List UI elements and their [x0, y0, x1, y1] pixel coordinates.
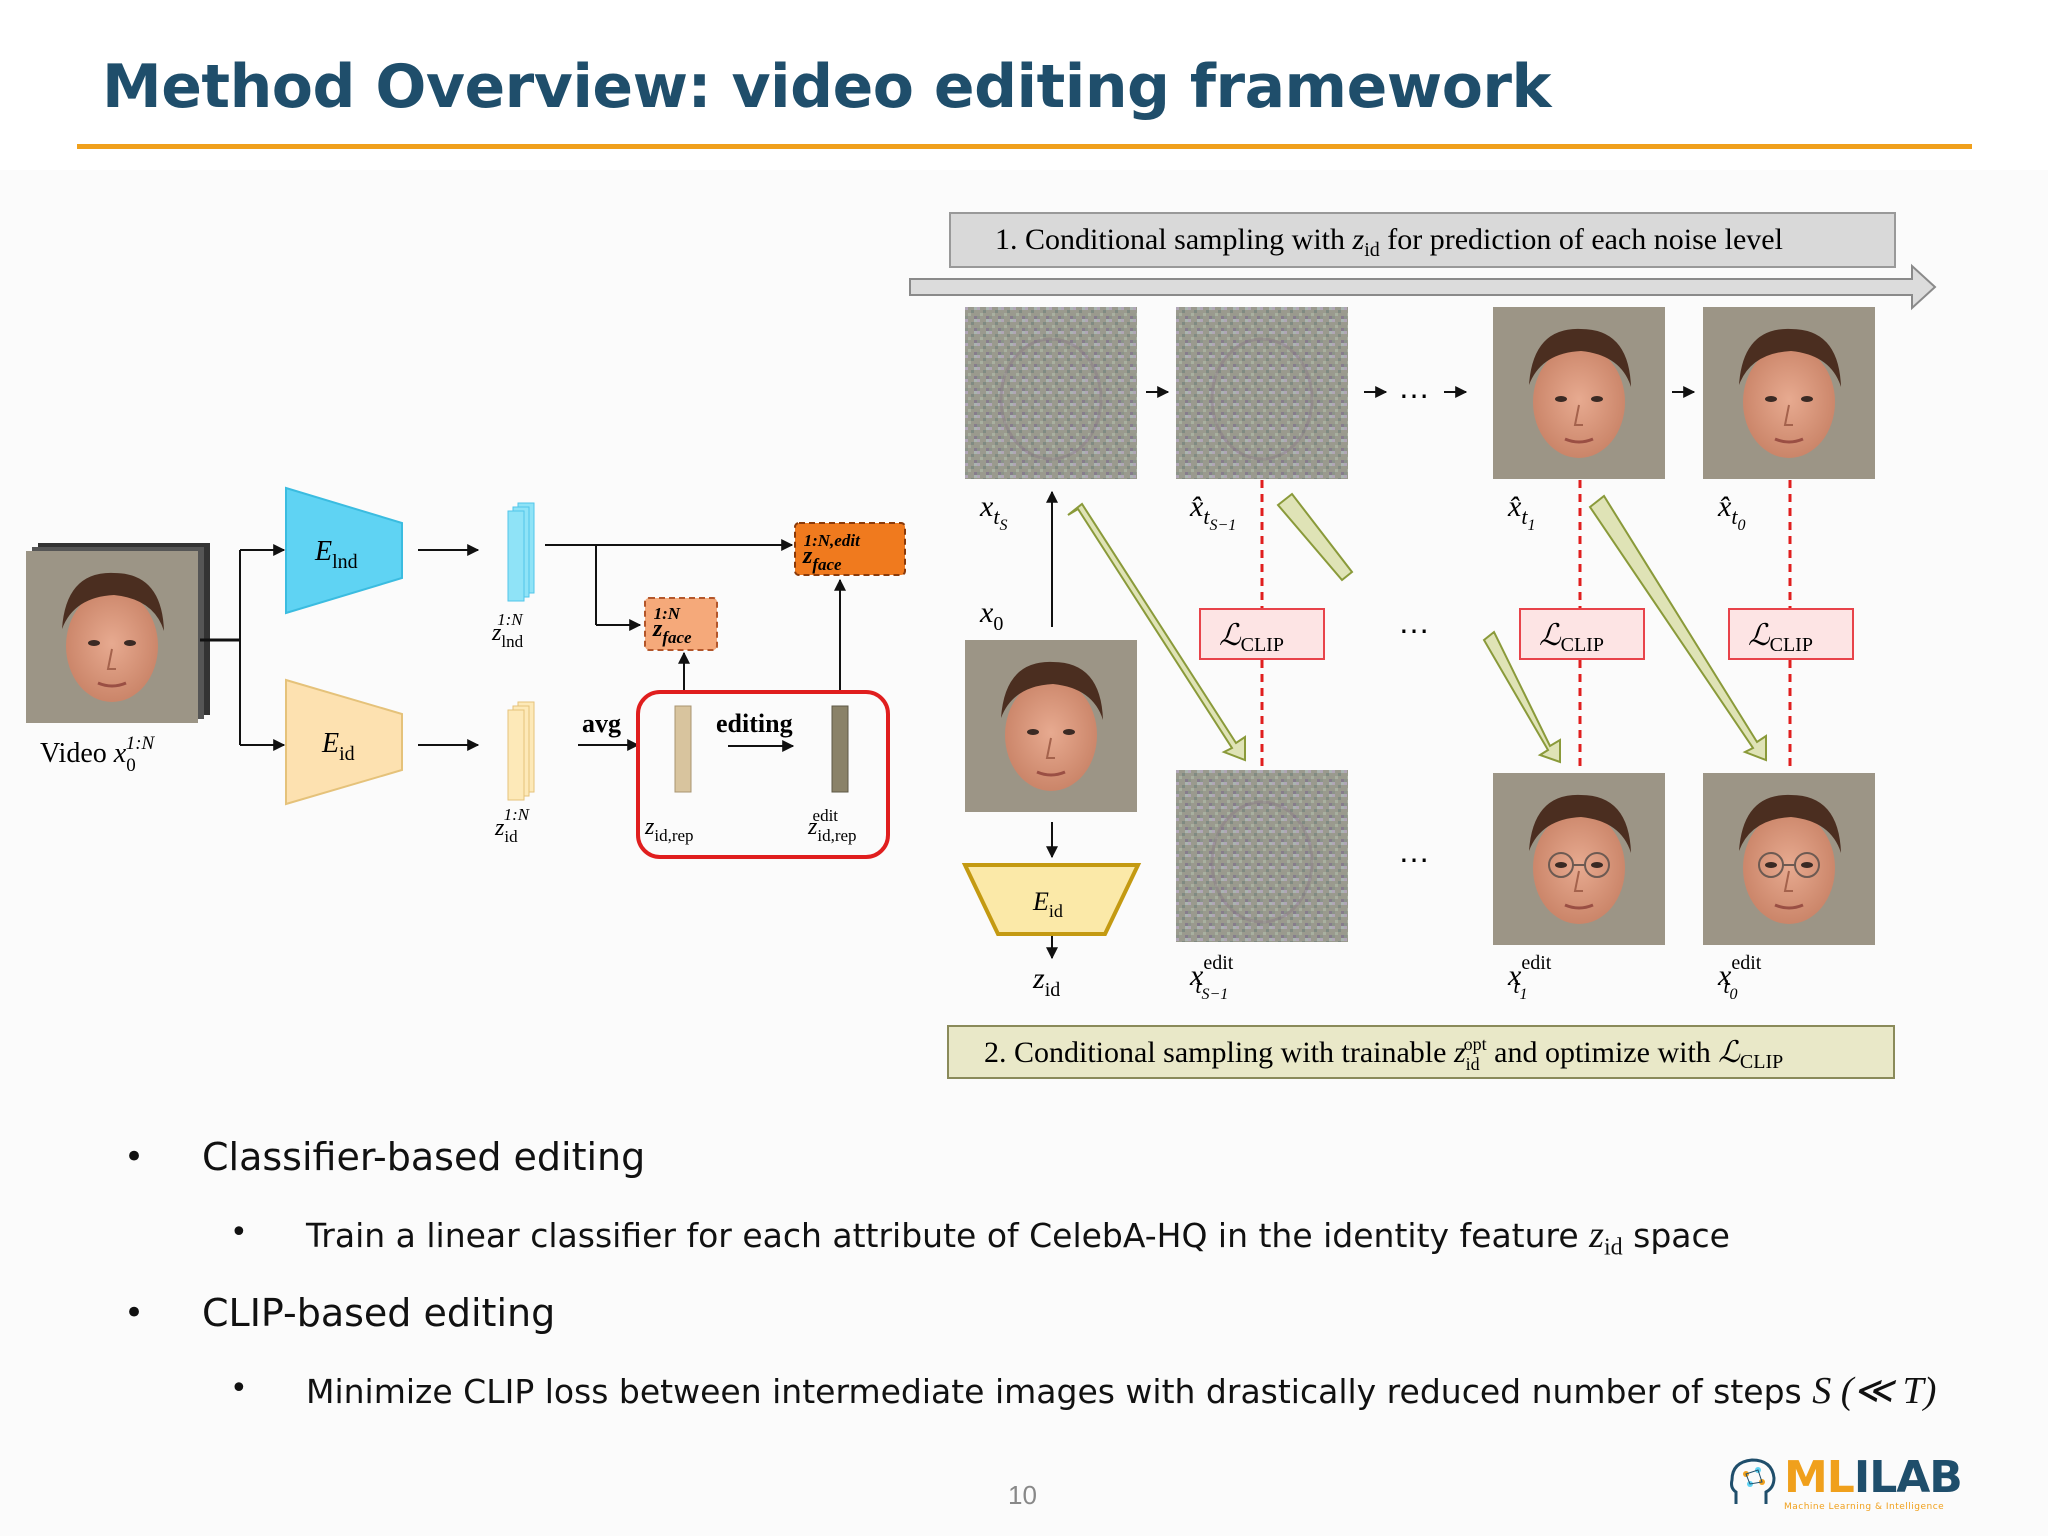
logo-tagline: Machine Learning & Intelligence: [1784, 1502, 1945, 1512]
editing-box: [636, 690, 890, 859]
z-lnd-label: zlnd1:N: [491, 610, 524, 651]
edit-face-t1: [1493, 773, 1665, 945]
clip-dashed-lines: [1260, 480, 1792, 770]
page-number: 10: [1008, 1480, 1037, 1510]
noisy-image-tS-1: [1174, 305, 1350, 481]
title-underline: [77, 144, 1972, 149]
video-label: Video x01:N: [40, 733, 156, 776]
label-xhat-t0: x̂t0: [1717, 490, 1745, 534]
bottom-banner-text: 2. Conditional sampling with trainable z…: [984, 1034, 1783, 1074]
editing-label: editing: [716, 709, 793, 738]
face-edit-latent: [794, 522, 906, 576]
z-id-rep-bar: [674, 705, 692, 793]
z-id-rep-edit-label: zid,repedit: [807, 806, 857, 845]
noisy-edit-image-tS-1: [1174, 768, 1350, 944]
landmark-latent-stack: [507, 502, 535, 602]
avg-label: avg: [582, 709, 621, 738]
identity-encoder-label: Eid: [321, 728, 355, 765]
z-id-rep-edit-bar: [831, 705, 849, 793]
logo-word: MLILAB: [1784, 1452, 1963, 1503]
bullet-clip-editing: CLIP-based editing: [124, 1281, 1936, 1359]
clip-loss-label-3: ℒCLIP: [1748, 619, 1813, 656]
bullet-clip-detail: Minimize CLIP loss between intermediate …: [230, 1357, 1937, 1437]
clip-loss-boxes: [1199, 608, 1854, 660]
label-z-id-out: zid: [1032, 962, 1060, 1001]
math-steps: S (≪ T): [1812, 1370, 1937, 1412]
slide-title: Method Overview: video editing framework: [102, 52, 1551, 122]
identity-encoder-small: [961, 863, 1142, 936]
edit-face-t0: [1703, 773, 1875, 945]
video-frames: [24, 543, 210, 725]
z-id-rep-label: zid,rep: [644, 814, 694, 845]
bottom-banner: [947, 1025, 1895, 1079]
label-x0: x0: [979, 596, 1003, 635]
top-ellipsis: …: [1398, 369, 1430, 405]
landmark-encoder: [285, 486, 403, 615]
diagonal-arrows: [1067, 492, 1767, 764]
top-banner-text: 1. Conditional sampling with zid for pre…: [995, 223, 1783, 261]
bottom-ellipsis: …: [1398, 833, 1430, 869]
label-xhat-tS-1: x̂tS−1: [1189, 490, 1236, 534]
identity-encoder: [285, 678, 403, 806]
bullet-classifier-detail: Train a linear classifier for each attri…: [230, 1201, 1936, 1281]
input-face-x0: [963, 638, 1139, 814]
top-banner: [949, 212, 1896, 268]
mlilab-logo: MLILAB Machine Learning & Intelligence: [1728, 1452, 1978, 1512]
middle-ellipsis: …: [1398, 604, 1430, 640]
face-latent: [644, 597, 718, 651]
brain-head-icon: [1730, 1458, 1776, 1504]
label-xhat-t1: x̂t1: [1507, 490, 1535, 534]
math-z: z: [1589, 1214, 1604, 1256]
timeline-arrow: [909, 263, 1937, 311]
bullet-list: Classifier-based editing Train a linear …: [120, 1125, 1936, 1437]
noisy-image-tS: [963, 305, 1139, 481]
face-image-t1: [1491, 305, 1667, 481]
identity-latent-stack: [507, 701, 535, 801]
math-z-sub: id: [1603, 1234, 1623, 1261]
z-id-label: zid1:N: [494, 805, 531, 846]
face-image-t0: [1701, 305, 1877, 481]
label-x-tS: xtS: [979, 490, 1007, 534]
bullet-classifier-editing: Classifier-based editing: [124, 1125, 1936, 1203]
